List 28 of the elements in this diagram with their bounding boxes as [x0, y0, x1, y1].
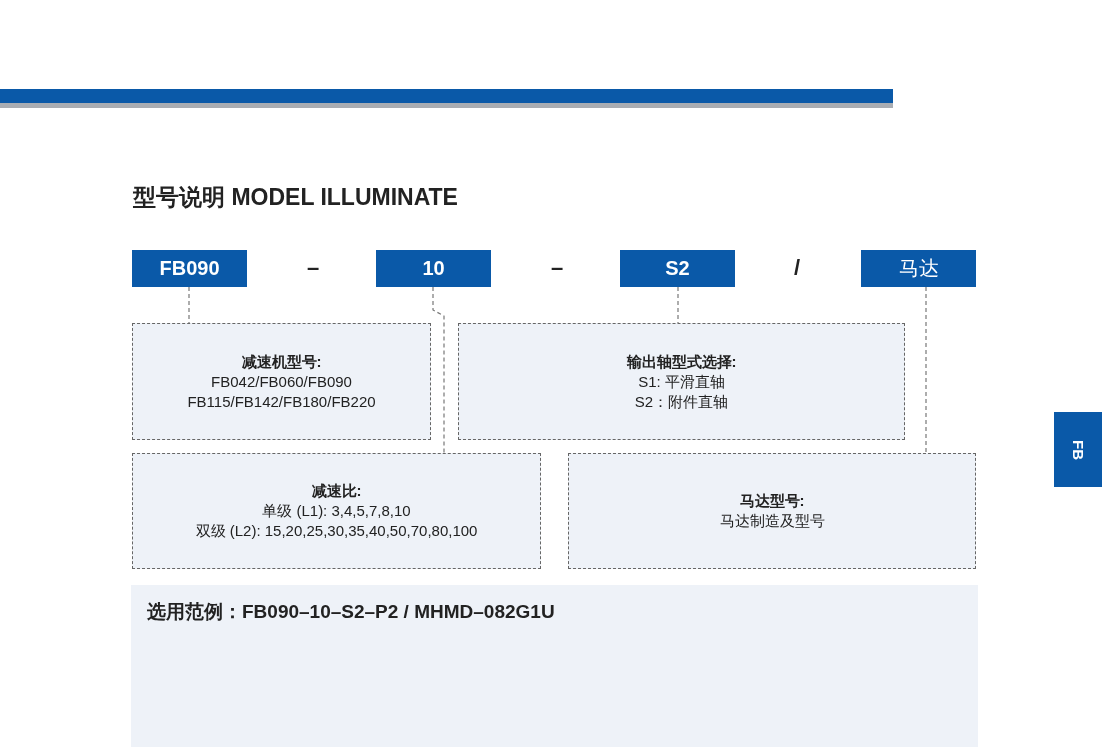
box-text: S1: 平滑直轴 — [638, 371, 725, 392]
box-text: 单级 (L1): 3,4,5,7,8,10 — [262, 501, 411, 521]
box-text: FB115/FB142/FB180/FB220 — [187, 391, 376, 412]
code-box: S2 — [620, 250, 735, 287]
tab-label: FB — [1069, 439, 1087, 460]
box-text: 双级 (L2): 15,20,25,30,35,40,50,70,80,100 — [195, 521, 478, 541]
example-text: 选用范例：FB090–10–S2–P2 / MHMD–082G1U — [147, 600, 555, 624]
box-text: FB042/FB060/FB090 — [211, 371, 352, 392]
code-box: FB090 — [132, 250, 247, 287]
box-text: 马达制造及型号 — [719, 511, 825, 531]
description-box — [568, 453, 976, 569]
connector-line — [925, 286, 927, 454]
code-box: 马达 — [861, 250, 976, 287]
connector-line — [432, 286, 445, 454]
separator: – — [306, 255, 320, 281]
box-heading: 减速机型号: — [241, 351, 322, 372]
description-box — [132, 453, 541, 569]
box-heading: 马达型号: — [739, 491, 805, 511]
separator: / — [793, 255, 801, 281]
box-text: S2：附件直轴 — [634, 391, 729, 412]
title: 型号说明 MODEL ILLUMINATE — [133, 183, 458, 212]
separator: – — [550, 255, 564, 281]
box-heading: 输出轴型式选择: — [626, 351, 737, 372]
side-tab — [1054, 412, 1102, 487]
code-box: 10 — [376, 250, 491, 287]
box-heading: 减速比: — [311, 481, 362, 501]
description-box — [132, 323, 431, 440]
description-box — [458, 323, 905, 440]
